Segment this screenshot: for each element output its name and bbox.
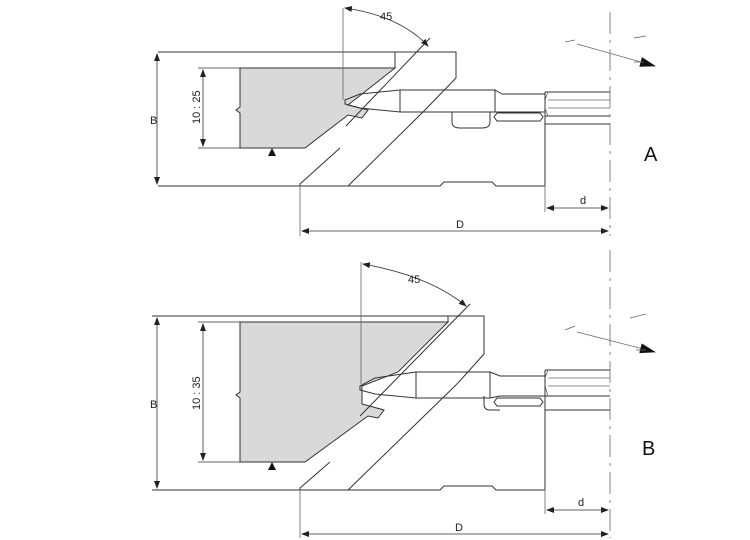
bore-label-a: d bbox=[580, 195, 586, 207]
knife-b bbox=[359, 371, 546, 407]
diameter-label-b: D bbox=[455, 522, 463, 534]
diameter-label-a: D bbox=[456, 219, 464, 231]
diagram-b: B 10 : 35 45 d D B bbox=[150, 250, 656, 538]
workpiece-b bbox=[235, 321, 450, 463]
rotation-arrow-a bbox=[564, 35, 656, 67]
workpiece-a bbox=[235, 67, 397, 149]
diagram-a: B 10 : 25 45 d D A bbox=[150, 6, 658, 236]
angle-label-b: 45 bbox=[408, 274, 420, 286]
dim-b-label-b: B bbox=[150, 399, 157, 411]
range-ext-b bbox=[198, 321, 240, 463]
diagram-label-b: B bbox=[642, 438, 655, 460]
angle-arc-b bbox=[362, 262, 467, 307]
reference-triangle-a bbox=[268, 148, 276, 156]
angle-label-a: 45 bbox=[380, 11, 392, 23]
bore-label-b: d bbox=[578, 497, 584, 509]
angle-arc-a bbox=[344, 6, 429, 47]
range-ext-a bbox=[198, 67, 240, 149]
rotation-arrow-b bbox=[564, 313, 656, 354]
dim-b-label-a: B bbox=[150, 115, 157, 127]
reference-triangle-b bbox=[268, 462, 276, 470]
range-label-b: 10 : 35 bbox=[191, 376, 203, 410]
cutter-body-b bbox=[152, 303, 610, 491]
knife-a bbox=[344, 89, 546, 122]
range-label-a: 10 : 25 bbox=[191, 90, 203, 124]
diagram-label-a: A bbox=[644, 144, 658, 166]
